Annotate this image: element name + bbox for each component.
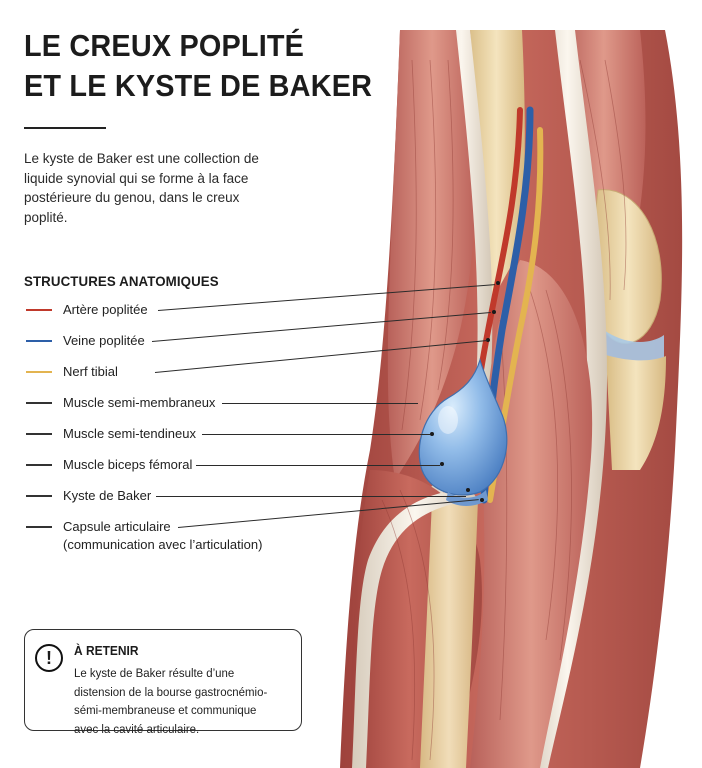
semimembranosus-muscle-shape bbox=[387, 30, 477, 480]
muscle-swatch bbox=[26, 464, 52, 466]
tibia-bone-shape bbox=[420, 500, 478, 768]
page-title: LE CREUX POPLITÉ ET LE KYSTE DE BAKER bbox=[24, 26, 372, 106]
leader-line bbox=[222, 403, 418, 404]
legend-label: Muscle semi-tendineux bbox=[63, 426, 196, 441]
nerve-swatch bbox=[26, 371, 52, 373]
cyst-highlight-shape bbox=[438, 406, 458, 434]
intro-text: Le kyste de Baker est une collection de … bbox=[24, 151, 259, 225]
leader-line bbox=[196, 465, 440, 466]
muscle-swatch bbox=[26, 433, 52, 435]
tibia-head-shape bbox=[606, 355, 666, 470]
meniscus-shape bbox=[604, 330, 664, 365]
popliteal-artery-shape bbox=[475, 107, 523, 393]
note-title: À RETENIR bbox=[74, 643, 139, 658]
legend-label: Muscle biceps fémoral bbox=[63, 457, 193, 472]
legend-label: Muscle semi-membraneux bbox=[63, 395, 216, 410]
leader-line bbox=[202, 434, 430, 435]
legend-label: Capsule articulaire bbox=[63, 519, 171, 534]
note-body: Le kyste de Baker résulte d’une distensi… bbox=[74, 666, 268, 736]
legend-sublabel: (communication avec l’articulation) bbox=[63, 537, 263, 552]
leader-line bbox=[156, 496, 466, 497]
artery-swatch bbox=[26, 309, 52, 311]
legend-label: Veine poplitée bbox=[63, 333, 145, 348]
femur-bone-shape bbox=[468, 30, 525, 300]
legend-label: Kyste de Baker bbox=[63, 488, 152, 503]
gastrocnemius-lateral-shape bbox=[470, 260, 593, 768]
muscle-fibre-lines bbox=[381, 59, 627, 761]
anchor-dots bbox=[430, 281, 500, 502]
legend-label: Artère poplitée bbox=[63, 302, 148, 317]
lateral-tendon-shape bbox=[528, 30, 608, 768]
title-line-2: ET LE KYSTE DE BAKER bbox=[24, 68, 373, 103]
muscle-swatch bbox=[26, 495, 52, 497]
legend-heading: STRUCTURES ANATOMIQUES bbox=[24, 273, 219, 289]
key-takeaway-box: ! À RETENIR Le kyste de Baker résulte d’… bbox=[24, 629, 302, 736]
legend-label: Nerf tibial bbox=[63, 364, 118, 379]
lower-tendon-shape bbox=[352, 488, 478, 768]
muscle-swatch bbox=[26, 526, 52, 528]
muscle-swatch bbox=[26, 402, 52, 404]
title-divider bbox=[24, 127, 106, 129]
vein-swatch bbox=[26, 340, 52, 342]
title-line-1: LE CREUX POPLITÉ bbox=[24, 28, 305, 63]
exclamation-circle-icon: ! bbox=[35, 644, 63, 672]
